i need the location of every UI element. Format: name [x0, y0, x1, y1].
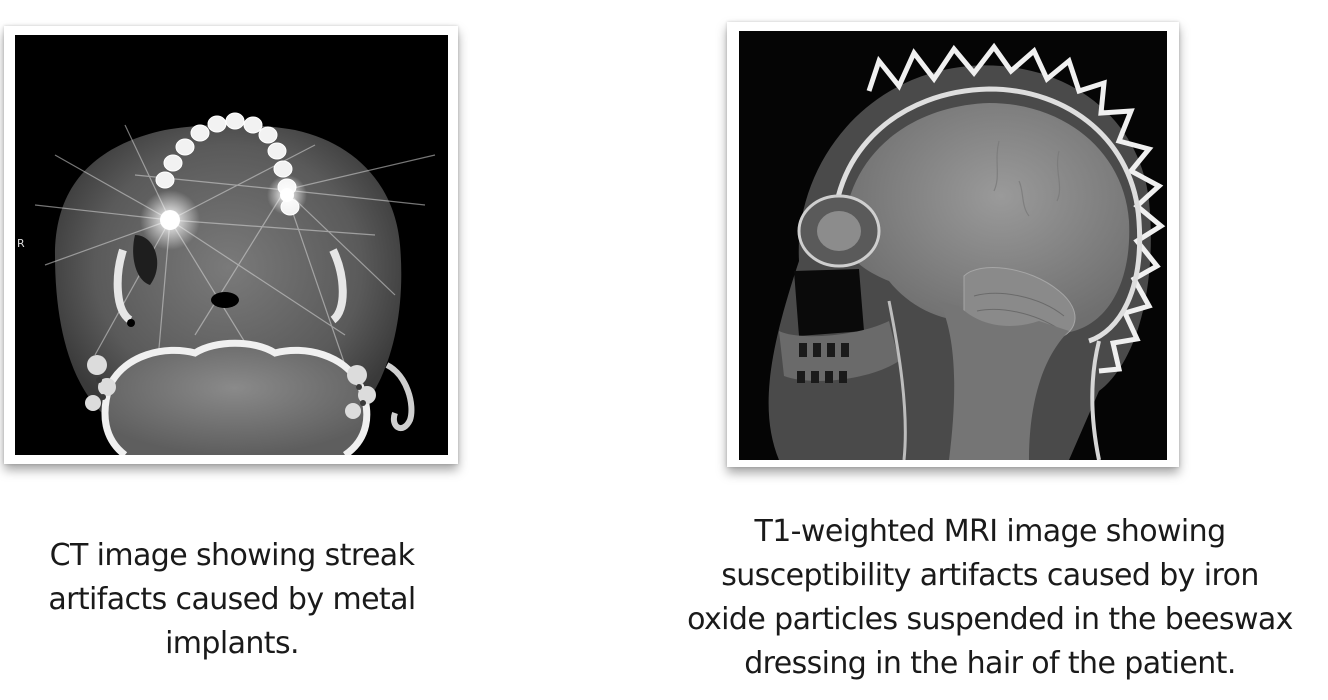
ct-scan-image: R	[15, 35, 448, 455]
mri-caption-line: oxide particles suspended in the beeswax	[687, 602, 1293, 637]
mri-image-frame	[727, 22, 1179, 467]
ct-caption-line: implants.	[165, 626, 299, 661]
mri-caption-line: T1-weighted MRI image showing	[754, 514, 1226, 549]
ct-caption-line: CT image showing streak	[49, 538, 415, 573]
ct-caption-line: artifacts caused by metal	[48, 582, 416, 617]
mri-image-caption: T1-weighted MRI image showing susceptibi…	[650, 510, 1328, 686]
ct-orientation-label: R	[17, 237, 25, 250]
ct-image-caption: CT image showing streak artifacts caused…	[12, 534, 452, 666]
mri-caption-line: susceptibility artifacts caused by iron	[721, 558, 1259, 593]
mri-scan-image	[739, 31, 1167, 460]
ct-image-frame: R	[4, 26, 458, 464]
mri-caption-line: dressing in the hair of the patient.	[744, 646, 1236, 681]
